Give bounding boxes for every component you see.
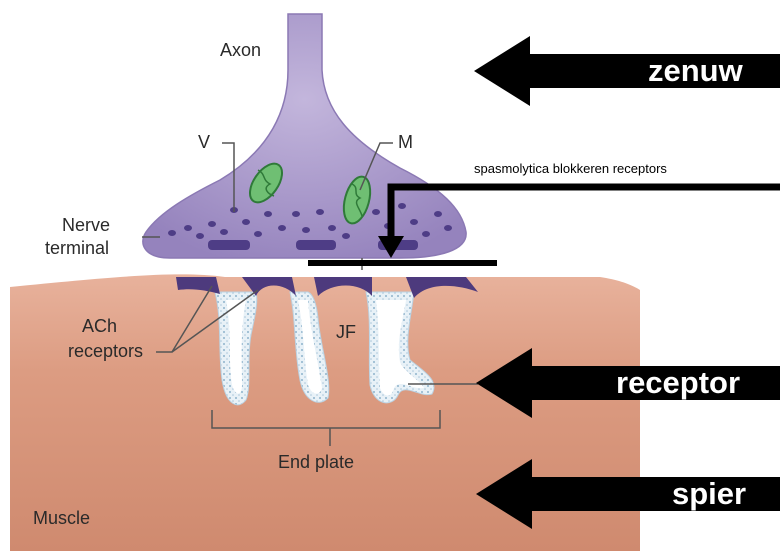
vesicle — [292, 211, 300, 217]
nerve-terminal-label-line1: Nerve — [62, 215, 110, 236]
junctional-fold-label: JF — [336, 322, 356, 343]
vesicle — [242, 219, 250, 225]
vesicle — [410, 219, 418, 225]
axon-label: Axon — [220, 40, 261, 61]
vesicle — [208, 221, 216, 227]
vesicle — [302, 227, 310, 233]
active-zone — [296, 240, 336, 250]
ach-receptors-label-line2: receptors — [68, 341, 143, 362]
nerve-terminal-label-line2: terminal — [45, 238, 109, 259]
vesicle — [168, 230, 176, 236]
vesicle — [264, 211, 272, 217]
vesicle — [220, 229, 228, 235]
arrow-muscle-label: spier — [672, 477, 746, 511]
vesicle — [328, 225, 336, 231]
vesicle — [398, 203, 406, 209]
muscle-label: Muscle — [33, 508, 90, 529]
vesicle — [342, 233, 350, 239]
end-plate-label: End plate — [278, 452, 354, 473]
vesicle — [372, 209, 380, 215]
active-zone — [208, 240, 250, 250]
ach-receptors-label-line1: ACh — [82, 316, 117, 337]
mitochondrion-label: M — [398, 132, 413, 153]
vesicle — [434, 211, 442, 217]
vesicle — [444, 225, 452, 231]
vesicle — [422, 231, 430, 237]
vesicle — [254, 231, 262, 237]
vesicle — [316, 209, 324, 215]
vesicle — [278, 225, 286, 231]
vesicle — [196, 233, 204, 239]
blocker-note: spasmolytica blokkeren receptors — [474, 161, 667, 176]
arrow-receptor-label: receptor — [616, 366, 740, 400]
vesicle — [184, 225, 192, 231]
arrow-nerve-label: zenuw — [648, 54, 743, 88]
vesicle-label: V — [198, 132, 210, 153]
